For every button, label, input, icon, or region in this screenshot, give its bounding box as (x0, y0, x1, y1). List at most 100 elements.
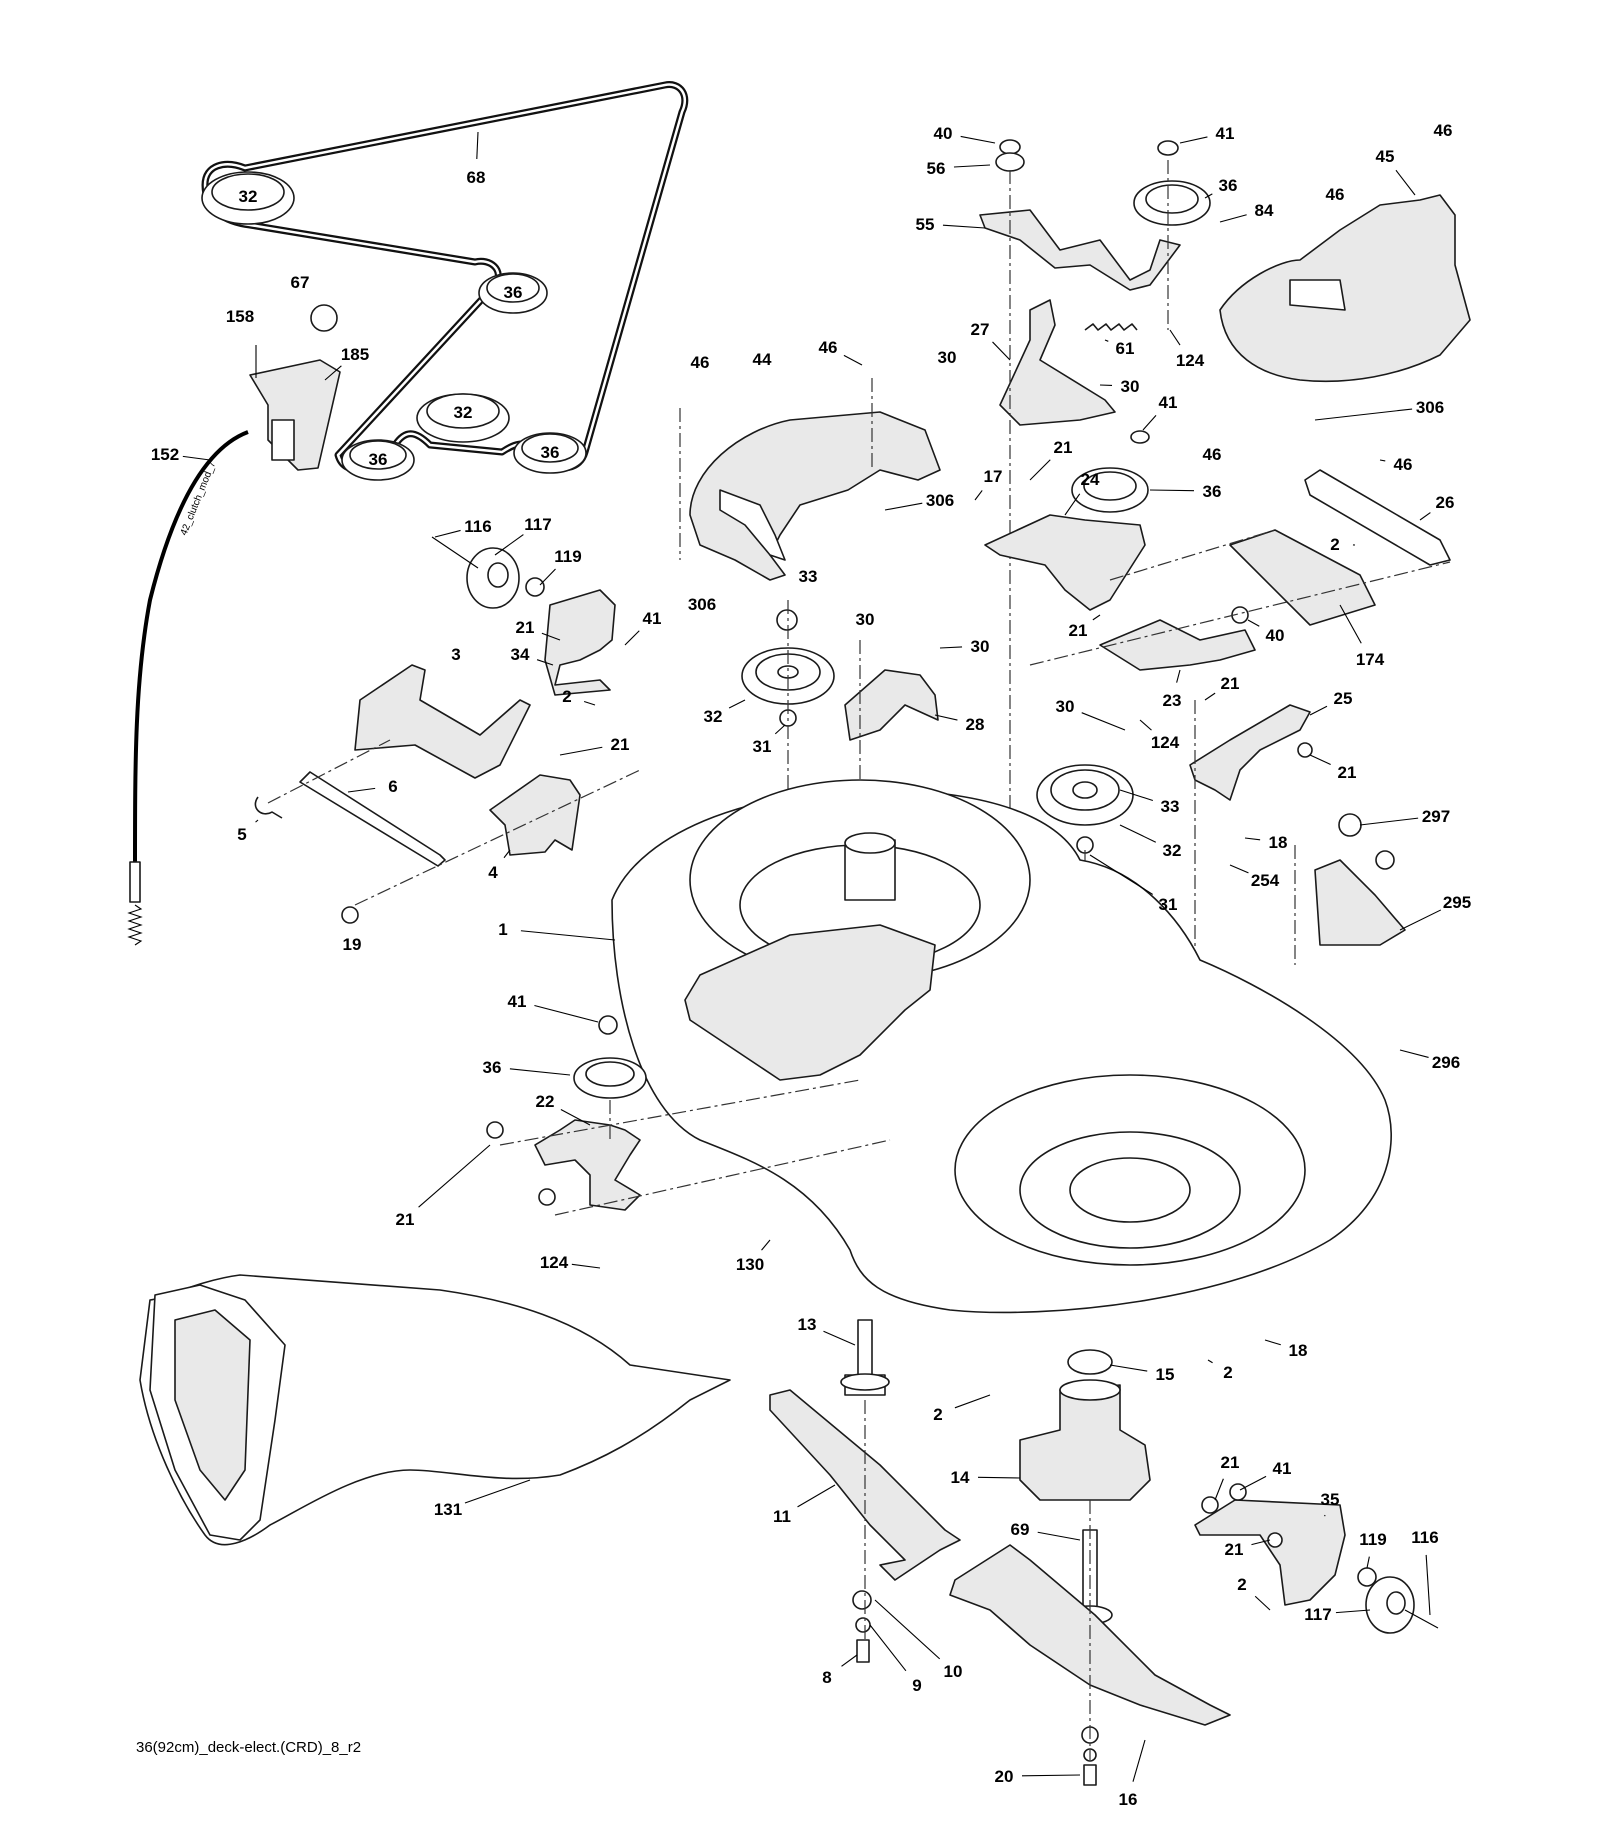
leader-line (624, 630, 640, 646)
callout-32: 32 (239, 187, 258, 206)
upper-right-bracket-group (979, 139, 1211, 1000)
ball-67 (310, 304, 338, 332)
leader-line (1395, 169, 1416, 196)
leader-line (1379, 459, 1386, 462)
leader-lines (182, 131, 1442, 1782)
washer-119-lower (1357, 1567, 1377, 1587)
leader-line (1239, 1475, 1267, 1491)
callout-2: 2 (562, 687, 571, 706)
cover-45 (1219, 194, 1471, 383)
callout-295: 295 (1443, 893, 1471, 912)
grass-collector-131 (139, 1274, 731, 1546)
leader-line (1081, 712, 1126, 731)
leader-line (992, 341, 1011, 361)
nut-297 (1375, 850, 1395, 870)
bearing-15 (1067, 1349, 1113, 1375)
callout-41: 41 (1273, 1459, 1292, 1478)
leader-line (571, 1263, 601, 1269)
callout-45: 45 (1376, 147, 1395, 166)
leader-line (1399, 909, 1442, 931)
leader-line (1335, 1609, 1371, 1614)
callout-21: 21 (1221, 1453, 1240, 1472)
callout-33: 33 (799, 567, 818, 586)
callout-41: 41 (508, 992, 527, 1011)
callout-44: 44 (753, 350, 772, 369)
callout-30: 30 (856, 610, 875, 629)
callout-158: 158 (226, 307, 254, 326)
leader-line (1132, 1739, 1146, 1782)
callout-24: 24 (1081, 470, 1100, 489)
bracket-22 (534, 1119, 641, 1211)
callout-32: 32 (1163, 841, 1182, 860)
leader-line (761, 1239, 771, 1251)
callout-41: 41 (1216, 124, 1235, 143)
leader-line (728, 699, 746, 709)
leader-line (1254, 1595, 1271, 1611)
clip-5 (254, 796, 283, 819)
nut-41-top (1157, 140, 1179, 156)
leader-line (954, 1394, 991, 1409)
callout-4: 4 (488, 863, 498, 882)
callout-68: 68 (467, 168, 486, 187)
callout-26: 26 (1436, 493, 1455, 512)
clutch-bracket-185 (249, 359, 341, 471)
leader-line (977, 1476, 1021, 1479)
bolt-8 (856, 1639, 870, 1663)
leader-line (942, 224, 986, 229)
callout-117: 117 (1304, 1605, 1331, 1624)
callout-21: 21 (611, 735, 630, 754)
leader-line (823, 1330, 856, 1346)
bracket-35-group (1194, 1483, 1439, 1634)
callout-22: 22 (536, 1092, 555, 1111)
leader-line (418, 1144, 491, 1208)
callout-18: 18 (1269, 833, 1288, 852)
leader-line (1359, 817, 1419, 826)
bolt-13 (857, 1319, 873, 1376)
leader-line (1399, 1049, 1429, 1058)
spacer-56 (995, 152, 1025, 172)
callout-3: 3 (451, 645, 460, 664)
leader-line (583, 700, 596, 706)
leader-line (1251, 1539, 1271, 1546)
leader-line (1169, 329, 1181, 346)
callout-35: 35 (1321, 1490, 1340, 1509)
callout-297: 297 (1422, 807, 1450, 826)
callout-21: 21 (516, 618, 535, 637)
leader-line (797, 1484, 836, 1508)
leader-line (503, 849, 511, 859)
callout-69: 69 (1011, 1520, 1030, 1539)
callout-124: 124 (540, 1253, 569, 1272)
callout-2: 2 (1237, 1575, 1246, 1594)
bracket-26 (1304, 469, 1451, 566)
callout-23: 23 (1163, 691, 1182, 710)
callout-152: 152 (151, 445, 179, 464)
callout-46: 46 (1326, 185, 1345, 204)
spring-61 (1084, 323, 1138, 331)
plate-23 (1099, 619, 1256, 671)
callout-5: 5 (237, 825, 246, 844)
clutch-cable-assembly (127, 345, 341, 946)
callout-306: 306 (1416, 398, 1444, 417)
idler-pulley-group (741, 600, 939, 860)
callout-36: 36 (541, 443, 560, 462)
belt-cover-44 (679, 378, 941, 581)
callout-254: 254 (1251, 871, 1280, 890)
bracket-3 (354, 664, 531, 779)
drive-belt-assembly (201, 81, 689, 481)
bracket-34 (544, 589, 616, 696)
callout-56: 56 (927, 159, 946, 178)
bracket-4 (489, 774, 581, 856)
leader-line (494, 534, 524, 556)
callout-11: 11 (773, 1507, 791, 1526)
bracket-22-group (486, 1015, 891, 1216)
clutch-cable-152 (133, 430, 249, 871)
callout-116: 116 (1411, 1528, 1438, 1547)
leader-line (1366, 1556, 1370, 1569)
leader-line (774, 724, 786, 735)
callout-14: 14 (951, 1468, 970, 1487)
leader-line (1037, 1531, 1081, 1541)
callout-41: 41 (643, 609, 662, 628)
leader-line (1219, 214, 1247, 223)
callout-27: 27 (971, 320, 990, 339)
callout-84: 84 (1255, 201, 1274, 220)
